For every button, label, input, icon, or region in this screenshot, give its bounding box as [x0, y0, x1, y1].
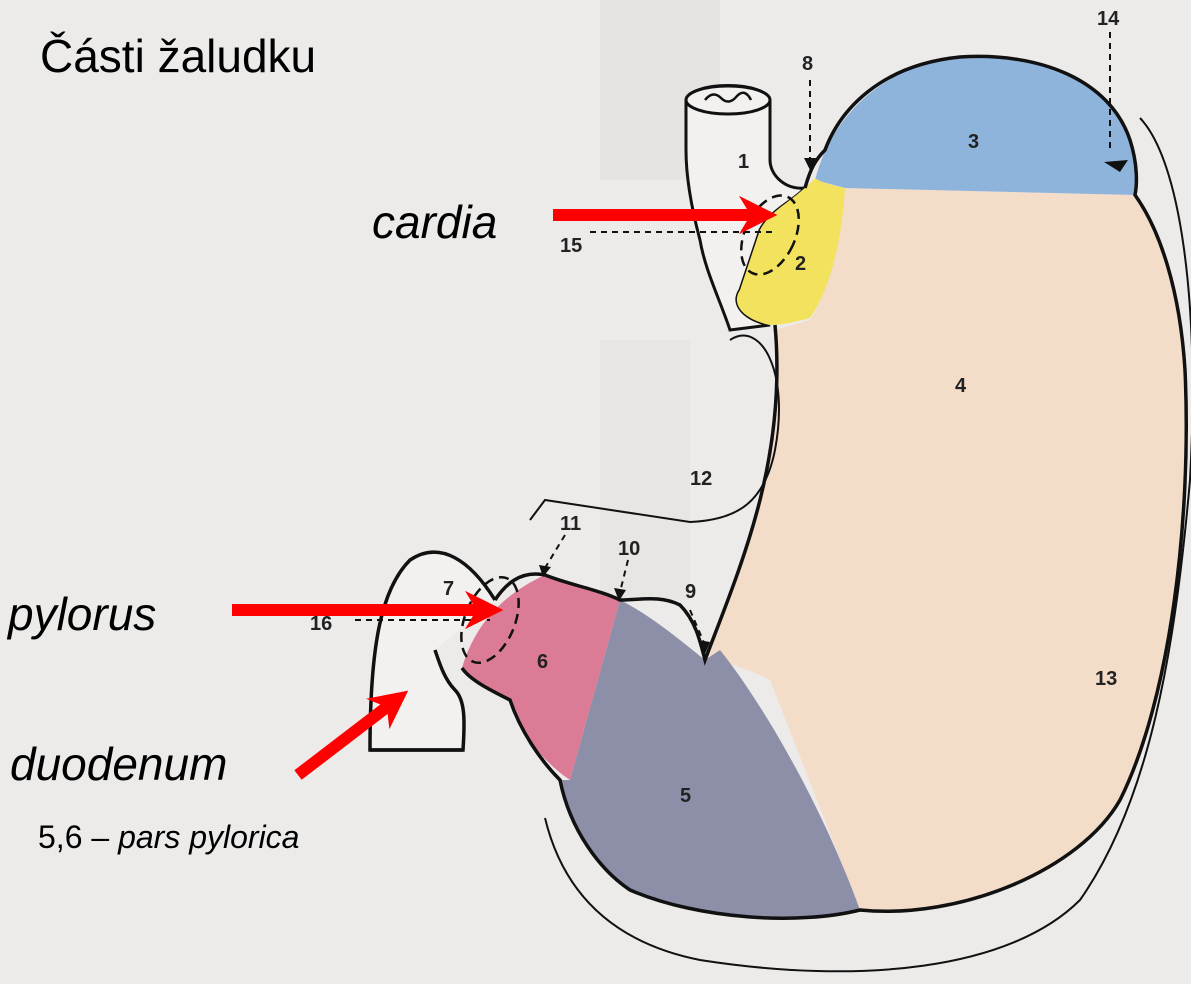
- label-num-8: 8: [802, 53, 813, 75]
- label-num-9: 9: [685, 581, 696, 603]
- label-num-7: 7: [443, 578, 454, 600]
- label-num-12: 12: [690, 468, 712, 490]
- label-num-11: 11: [560, 513, 581, 535]
- label-num-13: 13: [1095, 668, 1117, 690]
- label-num-6: 6: [537, 651, 548, 673]
- footnote-italic: pars pylorica: [117, 819, 299, 855]
- label-num-10: 10: [618, 538, 640, 560]
- footnote: 5,6 – pars pylorica: [38, 819, 299, 855]
- label-num-14: 14: [1097, 8, 1120, 30]
- esophagus-lumen: [686, 86, 770, 114]
- footnote-prefix: 5,6 –: [38, 819, 118, 855]
- label-num-3: 3: [968, 131, 979, 153]
- page-title: Části žaludku: [40, 30, 316, 82]
- label-num-1: 1: [738, 151, 749, 173]
- fundus-region: [815, 56, 1136, 195]
- label-duodenum: duodenum: [10, 738, 227, 790]
- label-num-16: 16: [310, 613, 332, 635]
- label-num-5: 5: [680, 785, 691, 807]
- label-num-15: 15: [560, 235, 582, 257]
- label-pylorus: pylorus: [6, 588, 156, 640]
- label-num-4: 4: [955, 375, 967, 397]
- label-num-2: 2: [795, 253, 806, 275]
- label-cardia: cardia: [372, 196, 497, 248]
- bg-page-trace: [600, 340, 690, 600]
